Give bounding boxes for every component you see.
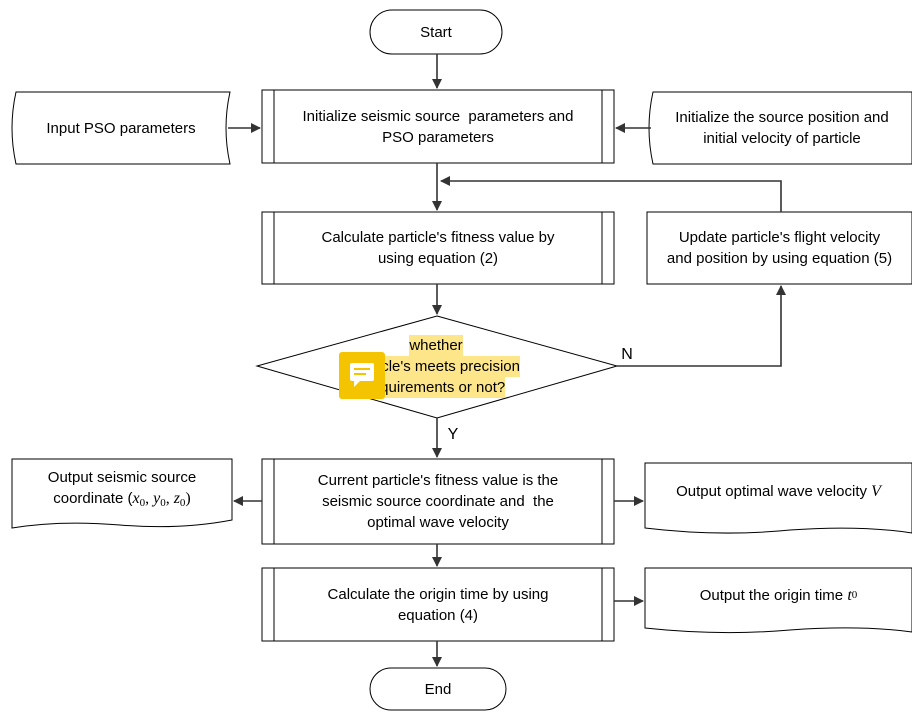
update-velocity-box bbox=[646, 211, 912, 285]
output-coord-shape bbox=[11, 458, 233, 529]
output-origin-sub: 0 bbox=[851, 588, 858, 601]
calc-fitness-label: Calculate particle's fitness value by us… bbox=[274, 212, 602, 284]
output-coord-prefix: coordinate ( bbox=[53, 489, 133, 507]
output-velocity-label: Output optimal wave velocity V bbox=[645, 466, 912, 516]
comment-icon[interactable] bbox=[339, 352, 385, 399]
coord-x-sub: 0 bbox=[139, 496, 146, 509]
update-velocity-line1: Update particle's flight velocity bbox=[678, 229, 881, 246]
current-fitness-label: Current particle's fitness value is the … bbox=[274, 459, 602, 544]
init-position-label: Initialize the source position and initi… bbox=[652, 92, 912, 164]
decision-line2: particle's meets precision bbox=[352, 355, 520, 377]
coord-suffix: ) bbox=[185, 489, 191, 507]
calc-origin-line2: equation (4) bbox=[397, 606, 479, 624]
start-label: Start bbox=[420, 23, 452, 41]
output-coord-line2: coordinate (x0, y0, z0) bbox=[53, 488, 191, 514]
init-params-line2: PSO parameters bbox=[382, 128, 494, 146]
decision-line3: requirements or not? bbox=[366, 376, 506, 398]
comment-bubble bbox=[350, 363, 374, 387]
output-origin-var: t bbox=[847, 586, 852, 604]
decision-label: whether particle's meets precision requi… bbox=[300, 334, 572, 398]
input-pso-shape bbox=[11, 91, 231, 165]
end-terminator bbox=[369, 667, 507, 711]
calc-origin-box bbox=[261, 567, 615, 642]
calc-fitness-line2: using equation (2) bbox=[377, 250, 499, 267]
calc-origin-line1: Calculate the origin time by using bbox=[327, 585, 549, 603]
arrow-update-loop-back bbox=[440, 176, 782, 212]
calc-fitness-box bbox=[261, 211, 615, 285]
coord-y: y bbox=[153, 489, 161, 507]
current-fitness-line1: Current particle's fitness value is the bbox=[317, 472, 559, 489]
init-params-box bbox=[261, 89, 615, 164]
update-velocity-line2: and position by using equation (5) bbox=[666, 250, 893, 267]
init-params-label: Initialize seismic source parameters and… bbox=[274, 90, 602, 163]
end-label: End bbox=[424, 680, 452, 698]
output-velocity-text: Output optimal wave velocity bbox=[676, 482, 872, 500]
start-terminator bbox=[369, 9, 503, 55]
coord-x: x bbox=[132, 489, 140, 507]
coord-sep2: , bbox=[165, 489, 174, 507]
calc-fitness-line1: Calculate particle's fitness value by bbox=[321, 229, 555, 246]
coord-sep1: , bbox=[145, 489, 154, 507]
output-velocity-shape bbox=[644, 462, 912, 534]
output-origin-text: Output the origin time bbox=[699, 586, 848, 604]
label-n: N bbox=[621, 345, 633, 363]
current-fitness-line3: optimal wave velocity bbox=[367, 514, 509, 531]
init-position-line2: initial velocity of particle bbox=[703, 130, 861, 147]
current-fitness-box bbox=[261, 458, 615, 545]
calc-origin-label: Calculate the origin time by using equat… bbox=[274, 568, 602, 641]
output-coord-line1: Output seismic source bbox=[47, 468, 197, 486]
output-origin-shape bbox=[644, 567, 912, 634]
arrow-decision-no bbox=[617, 285, 786, 367]
input-pso-label: Input PSO parameters bbox=[46, 119, 196, 137]
init-position-shape bbox=[648, 91, 912, 165]
output-coord-label: Output seismic source coordinate (x0, y0… bbox=[12, 462, 232, 518]
coord-y-sub: 0 bbox=[160, 496, 166, 509]
current-fitness-line2: seismic source coordinate and the bbox=[322, 493, 554, 510]
init-params-line1: Initialize seismic source parameters and bbox=[302, 107, 574, 125]
output-velocity-var: V bbox=[871, 482, 881, 500]
label-y: Y bbox=[447, 425, 459, 443]
coord-z-sub: 0 bbox=[179, 496, 186, 509]
update-velocity-label: Update particle's flight velocity and po… bbox=[647, 212, 912, 284]
init-position-line1: Initialize the source position and bbox=[675, 109, 889, 126]
decision-line1: whether bbox=[409, 334, 463, 356]
coord-z: z bbox=[173, 489, 180, 507]
